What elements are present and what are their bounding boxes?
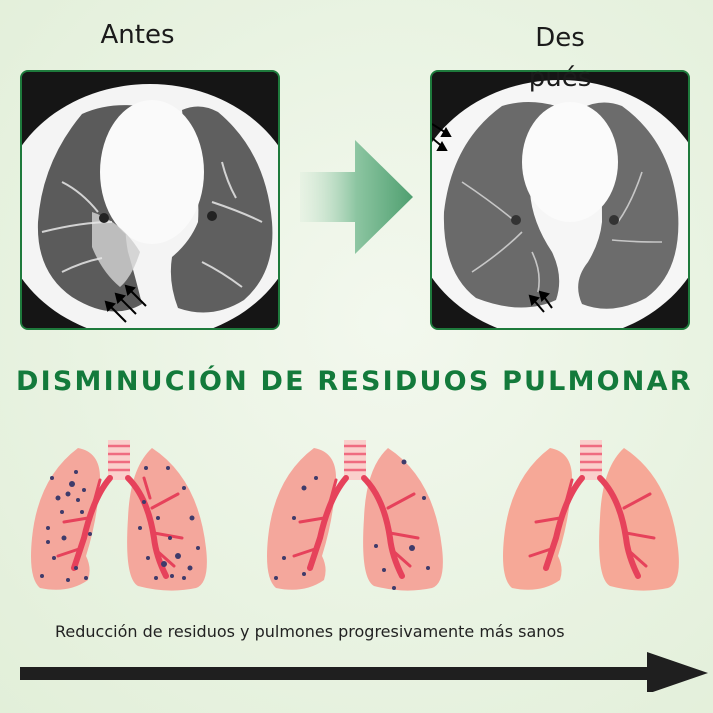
- lungs-clean-icon: [500, 438, 685, 601]
- ct-scan-after: [430, 70, 690, 330]
- progress-caption: Reducción de residuos y pulmones progres…: [55, 622, 565, 641]
- after-label-line2: pués: [528, 63, 592, 93]
- lungs-moderate-debris-icon: [264, 438, 449, 601]
- after-label: Des pués: [500, 18, 620, 98]
- after-label-line1: Des: [535, 23, 585, 53]
- right-arrow-icon: [300, 140, 420, 260]
- ct-scan-before: [20, 70, 280, 330]
- headline: DISMINUCIÓN DE RESIDUOS PULMONAR: [16, 366, 693, 397]
- long-right-arrow-icon: [20, 652, 710, 697]
- lungs-heavy-debris-icon: [28, 438, 213, 601]
- before-label: Antes: [100, 20, 175, 50]
